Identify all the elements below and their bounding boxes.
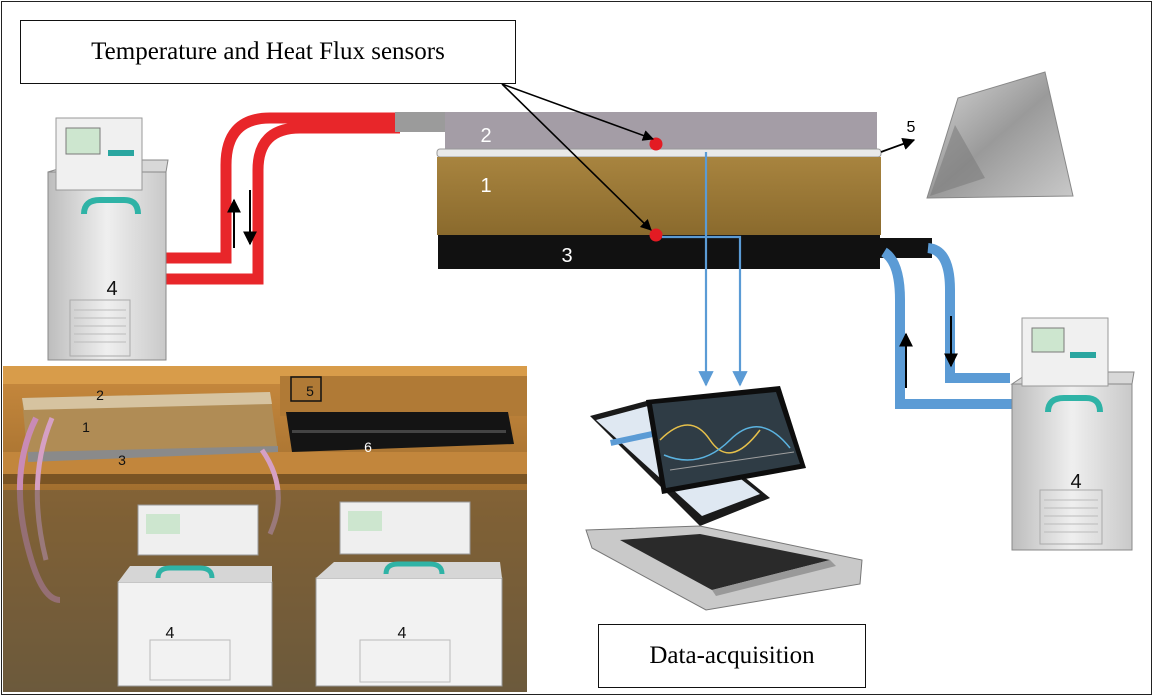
- data-acquisition-callout-box: Data-acquisition: [598, 624, 866, 688]
- photo-datalogger-label: 6: [364, 439, 372, 455]
- sensor-arrow-top: [501, 83, 655, 141]
- sensor-arrow-bottom: [501, 83, 652, 231]
- foil-sample-image: [926, 71, 1074, 199]
- bath-left: [47, 117, 169, 361]
- sample-layer: [437, 157, 881, 235]
- sensors-callout-text: Temperature and Heat Flux sensors: [91, 38, 445, 65]
- bath-left-label: 4: [106, 278, 117, 300]
- cold-pipe-connector: [880, 238, 932, 258]
- film-pointer-arrow: [880, 137, 916, 153]
- photo-bath-left-label: 4: [166, 625, 175, 642]
- top-plate-label: 2: [480, 125, 491, 147]
- photo-top-plate-label: 2: [96, 387, 104, 403]
- laptop-image: [585, 386, 863, 611]
- bottom-plate-label: 3: [561, 245, 572, 267]
- data-acquisition-callout-text: Data-acquisition: [649, 642, 815, 669]
- hot-pipe-connector: [395, 112, 445, 132]
- photo-film-label: 5: [306, 383, 314, 399]
- setup-photo: [3, 366, 527, 692]
- bottom-sensor-dot: [649, 228, 663, 242]
- photo-bottom-plate-label: 3: [118, 452, 126, 468]
- film-label: 5: [907, 119, 916, 136]
- cold-circuit-pipes: [880, 243, 1012, 409]
- photo-bath-right-label: 4: [398, 625, 407, 642]
- signal-wires: [662, 152, 748, 387]
- top-sensor-dot: [649, 137, 663, 151]
- bath-right-label: 4: [1070, 471, 1081, 493]
- sample-label: 1: [480, 175, 491, 197]
- sensors-callout-box: Temperature and Heat Flux sensors: [20, 20, 516, 84]
- bath-right: [1010, 317, 1135, 551]
- photo-sample-label: 1: [82, 419, 90, 435]
- reflective-film: [436, 148, 882, 158]
- hot-circuit-pipes: [165, 112, 400, 285]
